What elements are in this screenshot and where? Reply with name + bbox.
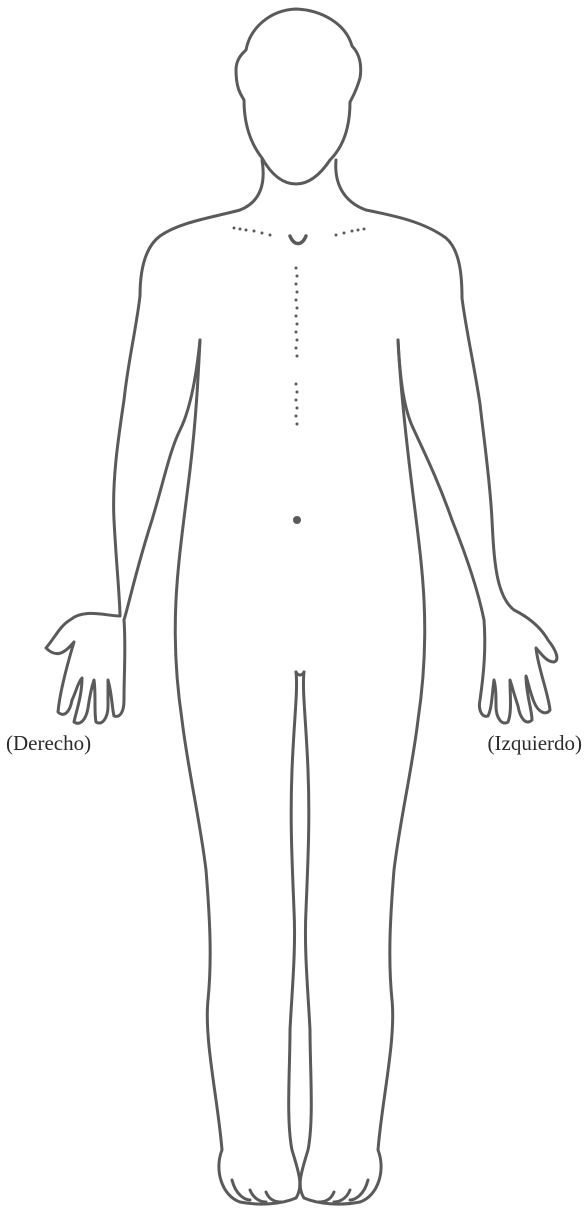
right-side-label: (Derecho) <box>6 731 91 755</box>
crotch-outline <box>296 672 304 675</box>
right-toes-outline <box>232 1180 282 1202</box>
left-arm-outline <box>336 160 557 723</box>
right-leg-outline <box>175 340 300 1204</box>
left-leg-outline <box>300 340 425 1204</box>
navel <box>293 516 301 524</box>
head-outline <box>236 9 361 184</box>
left-toes-outline <box>318 1180 368 1202</box>
right-arm-outline <box>46 160 263 723</box>
left-side-label: (Izquierdo) <box>488 731 582 755</box>
sternal-notch <box>290 236 306 244</box>
anatomy-dots <box>233 227 366 525</box>
